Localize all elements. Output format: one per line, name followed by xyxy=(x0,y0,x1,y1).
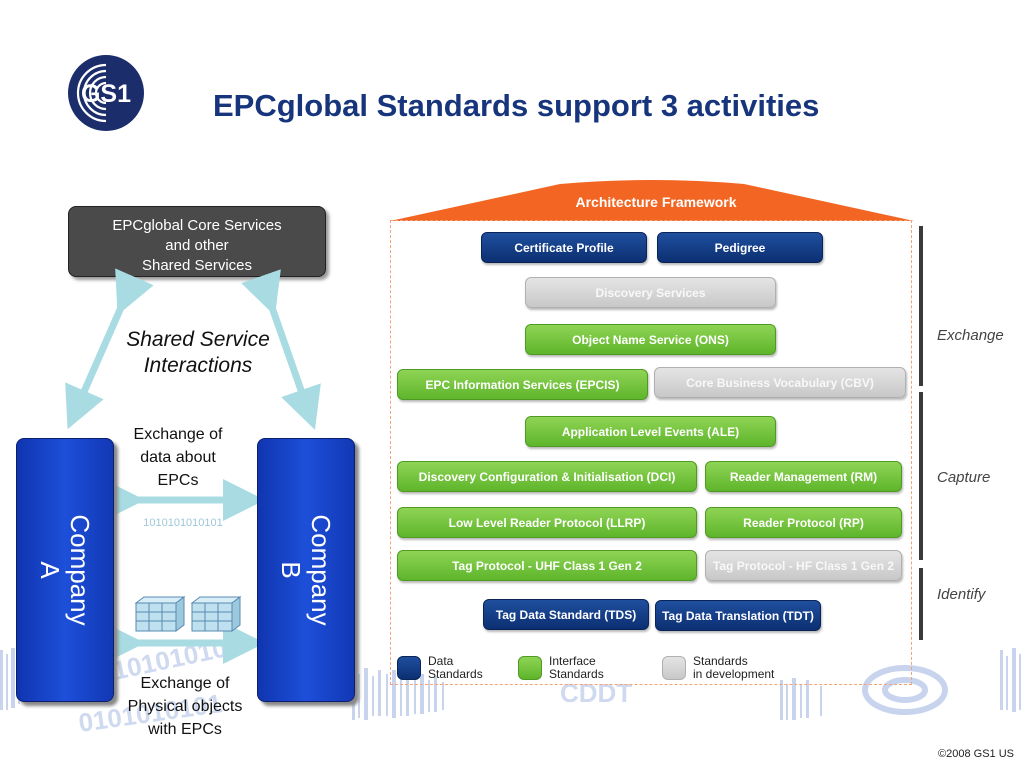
binary-text: 1010101010101 xyxy=(143,517,223,529)
shared-label-line1: Shared Service xyxy=(126,328,270,351)
box-ons: Object Name Service (ONS) xyxy=(525,324,776,355)
shared-label-line2: Interactions xyxy=(143,354,253,377)
exchange-phys-line1: Exchange of xyxy=(140,675,230,692)
framework-frame xyxy=(390,220,912,685)
box-discovery-services: Discovery Services xyxy=(525,277,776,308)
exchange-data-label: Exchange of data about EPCs xyxy=(113,423,243,492)
box-tag-protocol-uhf: Tag Protocol - UHF Class 1 Gen 2 xyxy=(397,550,697,581)
box-tdt: Tag Data Translation (TDT) xyxy=(655,600,821,631)
identify-layer-bar xyxy=(919,568,923,640)
company-b-box: Company B xyxy=(257,438,355,702)
exchange-physical-label: Exchange of Physical objects with EPCs xyxy=(105,672,265,741)
layer-label-capture: Capture xyxy=(937,469,991,486)
exchange-phys-line2: Physical objects xyxy=(127,698,243,715)
box-rm: Reader Management (RM) xyxy=(705,461,902,492)
exchange-phys-line3: with EPCs xyxy=(148,721,222,738)
core-services-line3: Shared Services xyxy=(141,257,253,274)
company-b-line2: B xyxy=(276,561,306,579)
box-certificate-profile: Certificate Profile xyxy=(481,232,647,263)
goods-pallets-icon xyxy=(134,596,242,632)
exchange-data-line2: data about xyxy=(140,449,216,466)
box-rp: Reader Protocol (RP) xyxy=(705,507,902,538)
box-tag-protocol-hf: Tag Protocol - HF Class 1 Gen 2 xyxy=(705,550,902,581)
company-b-label: Company B xyxy=(276,450,336,690)
layer-label-identify: Identify xyxy=(937,586,986,603)
company-a-line2: A xyxy=(35,561,65,579)
box-cbv: Core Business Vocabulary (CBV) xyxy=(654,367,906,398)
copyright-text: ©2008 GS1 US xyxy=(938,748,1014,760)
box-tds: Tag Data Standard (TDS) xyxy=(483,599,649,630)
gs1-logo: GS1 xyxy=(68,55,144,131)
box-llrp: Low Level Reader Protocol (LLRP) xyxy=(397,507,697,538)
box-epcis: EPC Information Services (EPCIS) xyxy=(397,369,648,400)
company-a-label: Company A xyxy=(35,450,95,690)
architecture-roof xyxy=(390,180,914,221)
logo-text: GS1 xyxy=(81,80,131,108)
company-a-box: Company A xyxy=(16,438,114,702)
arrow-core-to-company-b xyxy=(241,269,321,430)
legend-swatch-data xyxy=(397,656,421,680)
exchange-data-line1: Exchange of xyxy=(133,426,223,443)
architecture-framework-title: Architecture Framework xyxy=(575,194,737,210)
box-dci: Discovery Configuration & Initialisation… xyxy=(397,461,697,492)
exchange-layer-bar xyxy=(919,226,923,386)
core-services-line2: and other xyxy=(165,237,229,254)
arrow-core-to-company-a xyxy=(65,268,154,430)
layer-label-exchange: Exchange xyxy=(937,327,1004,344)
shared-interaction-arrows xyxy=(65,268,321,664)
core-services-box: EPCglobal Core Services and other Shared… xyxy=(68,206,326,277)
company-a-line1: Company xyxy=(65,514,95,626)
box-pedigree: Pedigree xyxy=(657,232,823,263)
page-title: EPCglobal Standards support 3 activities xyxy=(213,88,820,123)
company-b-line1: Company xyxy=(306,514,336,626)
shared-service-label: Shared Service Interactions xyxy=(108,327,288,379)
svg-text:CDDT: CDDT xyxy=(560,678,632,708)
box-ale: Application Level Events (ALE) xyxy=(525,416,776,447)
core-services-line1: EPCglobal Core Services xyxy=(112,217,282,234)
legend-swatch-interface xyxy=(518,656,542,680)
exchange-data-line3: EPCs xyxy=(157,472,199,489)
legend-swatch-development xyxy=(662,656,686,680)
capture-layer-bar xyxy=(919,392,923,560)
